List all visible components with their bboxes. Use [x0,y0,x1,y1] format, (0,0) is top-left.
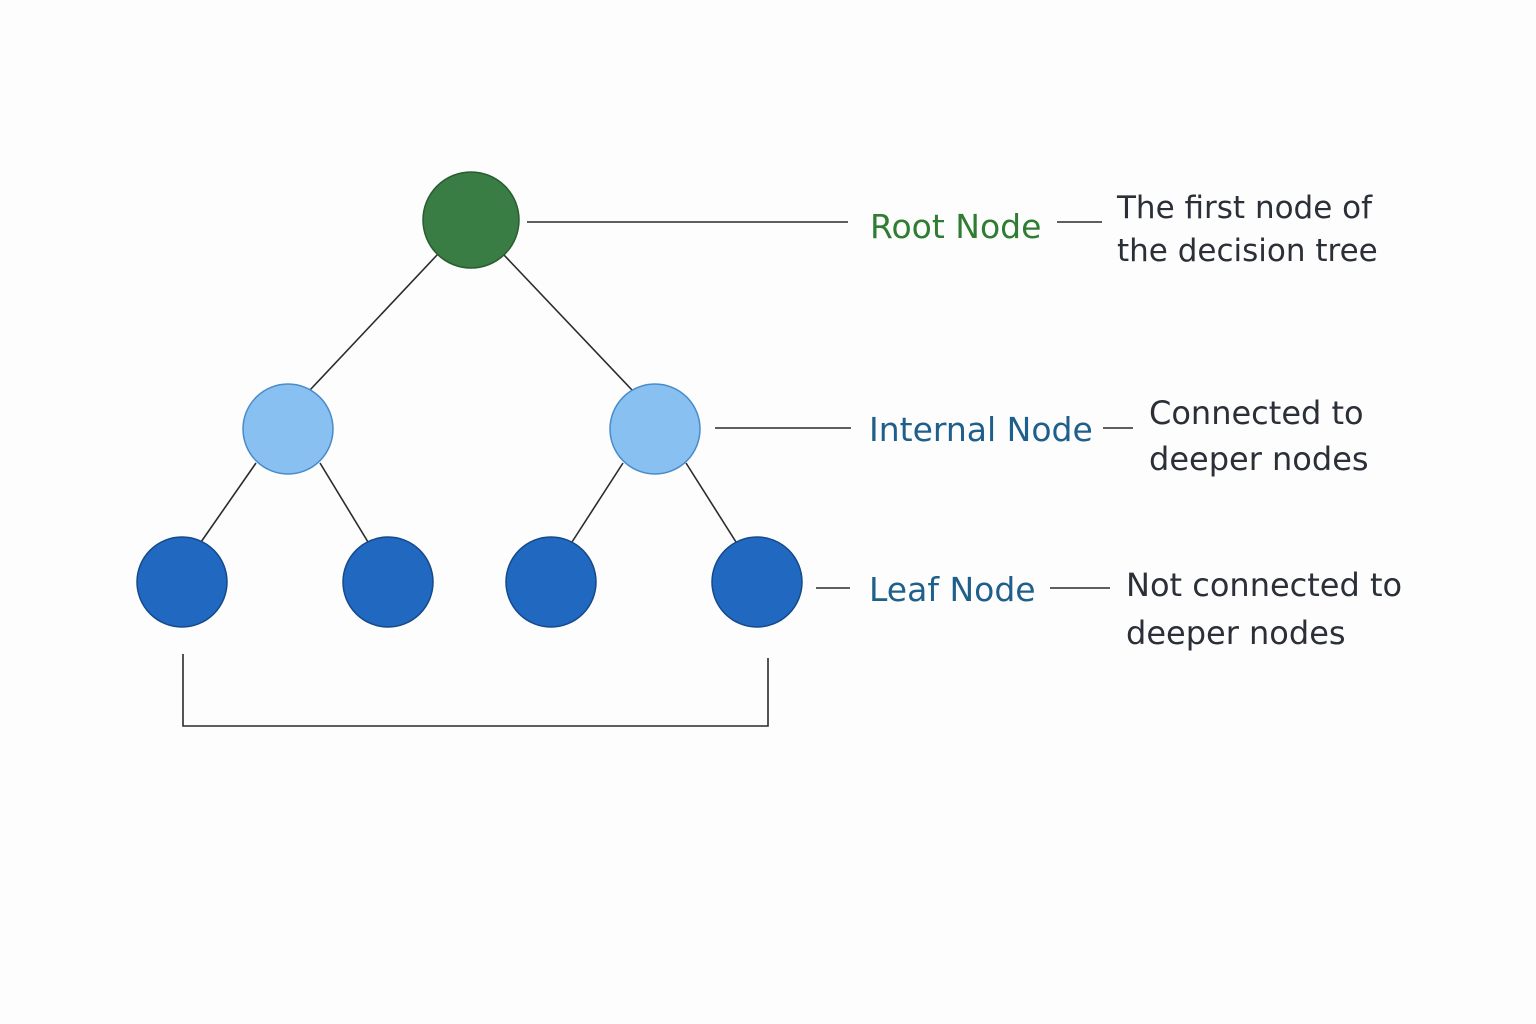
leaf-description-line-1: Not connected to [1126,566,1403,604]
root-description-line-1: The first node of [1117,190,1373,226]
internal-description-line-2: deeper nodes [1149,440,1369,478]
edge-internal-left-leaf-2 [319,462,369,543]
leaf-description-line-2: deeper nodes [1126,614,1346,652]
root-node-label: Root Node [870,207,1042,246]
internal-node-description: Connected to deeper nodes [1149,390,1369,482]
edge-root-internal-right [502,253,633,391]
leaf-node-label: Leaf Node [869,570,1036,609]
leaf-node-3 [505,536,597,628]
root-node-description: The first node of the decision tree [1117,187,1378,273]
internal-node-label: Internal Node [869,410,1093,449]
edge-internal-left-leaf-1 [200,462,257,543]
root-node [422,171,520,269]
leaf-node-1 [136,536,228,628]
internal-node-left [242,383,334,475]
internal-node-right [609,383,701,475]
edge-internal-right-leaf-3 [571,462,624,543]
edge-root-internal-left [309,253,439,391]
edge-internal-right-leaf-4 [685,462,737,543]
leaf-node-2 [342,536,434,628]
leaf-node-4 [711,536,803,628]
internal-description-line-1: Connected to [1149,394,1364,432]
leaf-group-bracket [182,654,769,727]
root-description-line-2: the decision tree [1117,233,1378,269]
leaf-node-description: Not connected to deeper nodes [1126,561,1402,657]
